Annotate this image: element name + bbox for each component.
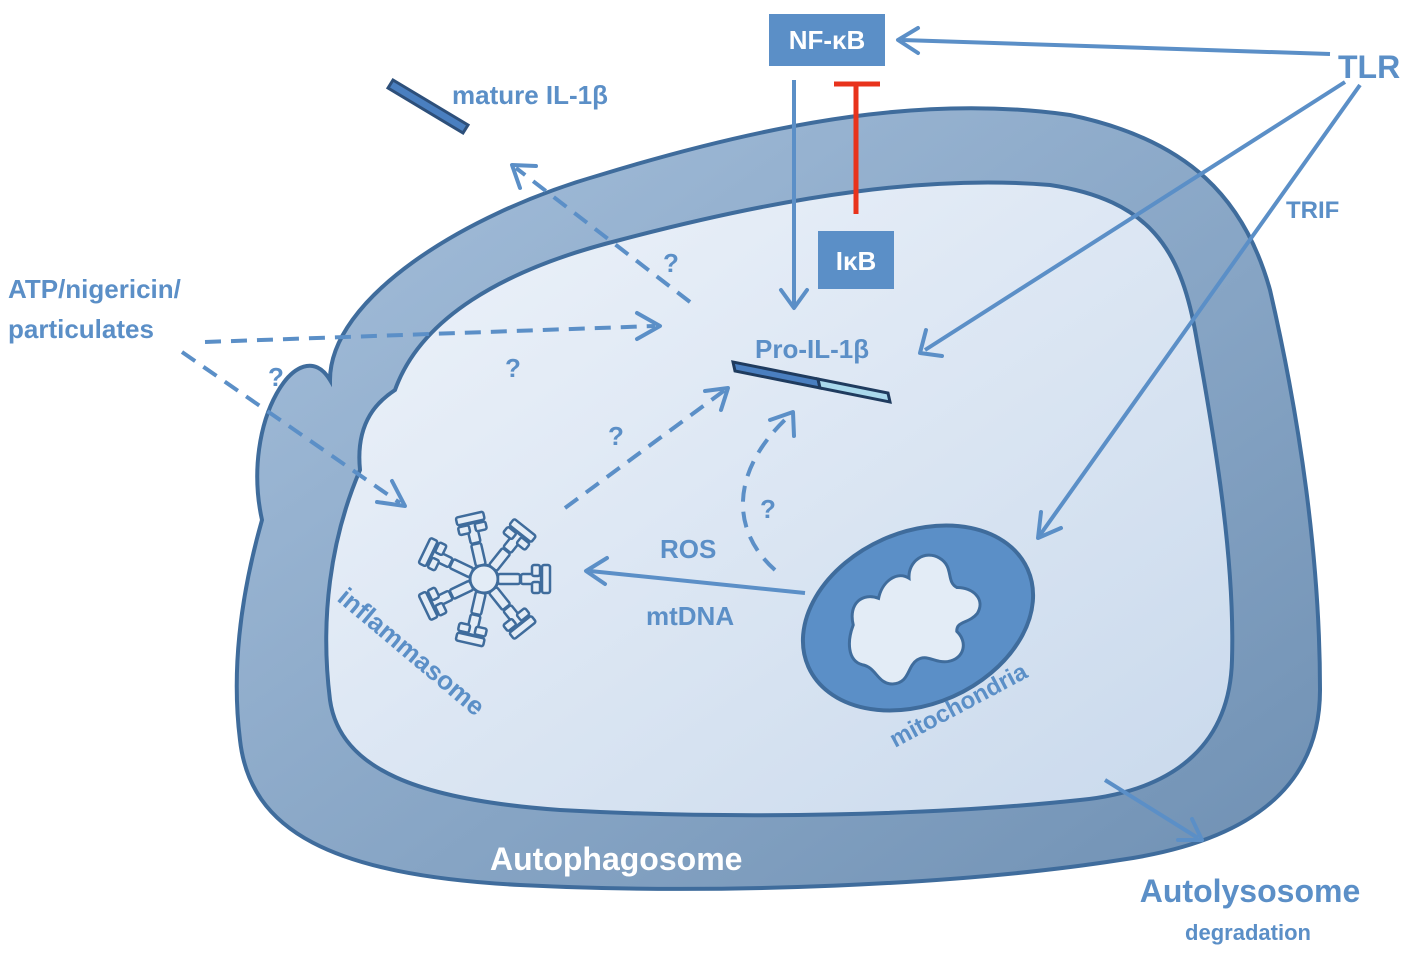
- tlr-to-nfkb-arrow: [896, 26, 1331, 56]
- nfkb-label: NF-κB: [789, 25, 866, 55]
- autophagosome-label: Autophagosome: [490, 841, 742, 877]
- mitochondria-to-pro-il1b-arrow: [740, 410, 796, 572]
- ikb-label: IκB: [836, 246, 877, 276]
- mitochondria-to-inflammasome-arrow: [584, 556, 806, 595]
- mtdna-label: mtDNA: [646, 601, 734, 631]
- mitochondrion-icon: [800, 523, 1036, 713]
- stimuli-to-inflammasome-arrow: [180, 350, 407, 508]
- mature-il1b-label: mature IL-1β: [452, 80, 608, 110]
- pro-il1b-icon: [731, 360, 892, 404]
- pro-to-mature-il1b-arrow: [510, 163, 692, 304]
- ros-label: ROS: [660, 534, 716, 564]
- stimuli-label-line2: particulates: [8, 314, 154, 344]
- inflammasome-to-pro-il1b-arrow: [563, 386, 730, 510]
- inflammasome-subunit: [488, 518, 537, 572]
- question-mark-5: ?: [760, 494, 776, 524]
- stimuli-label-line1: ATP/nigericin/: [8, 274, 181, 304]
- inflammasome-subunit: [488, 586, 537, 640]
- nfkb-to-pro-il1b-arrow: [779, 80, 809, 310]
- inflammasome-subunit: [454, 590, 488, 648]
- autolysosome-label: Autolysosome: [1140, 873, 1360, 909]
- ikb-box: IκB: [818, 231, 894, 289]
- inflammasome-subunit: [417, 537, 475, 579]
- tlr-to-pro-il1b-arrow: [918, 80, 1347, 358]
- inflammasome-subunit: [454, 510, 488, 568]
- inflammasome-ring-icon: [417, 510, 552, 648]
- tlr-to-mitochondria-arrow: [1036, 83, 1362, 540]
- tlr-label: TLR: [1338, 49, 1400, 85]
- question-mark-1: ?: [663, 248, 679, 278]
- question-mark-3: ?: [268, 362, 284, 392]
- trif-label: TRIF: [1286, 197, 1339, 224]
- mature-il1b-icon: [385, 77, 471, 136]
- inflammasome-subunit: [496, 563, 552, 595]
- pro-il1b-label: Pro-IL-1β: [755, 334, 869, 364]
- question-mark-2: ?: [505, 353, 521, 383]
- degradation-label: degradation: [1185, 920, 1311, 945]
- ikb-inhibition-bar: [834, 81, 880, 214]
- autophagosome-to-autolysosome-arrow: [1103, 778, 1204, 842]
- question-mark-4: ?: [608, 421, 624, 451]
- nfkb-box: NF-κB: [769, 14, 885, 66]
- stimuli-to-pro-il1b-arrow: [204, 311, 662, 344]
- inflammasome-subunit: [417, 579, 475, 621]
